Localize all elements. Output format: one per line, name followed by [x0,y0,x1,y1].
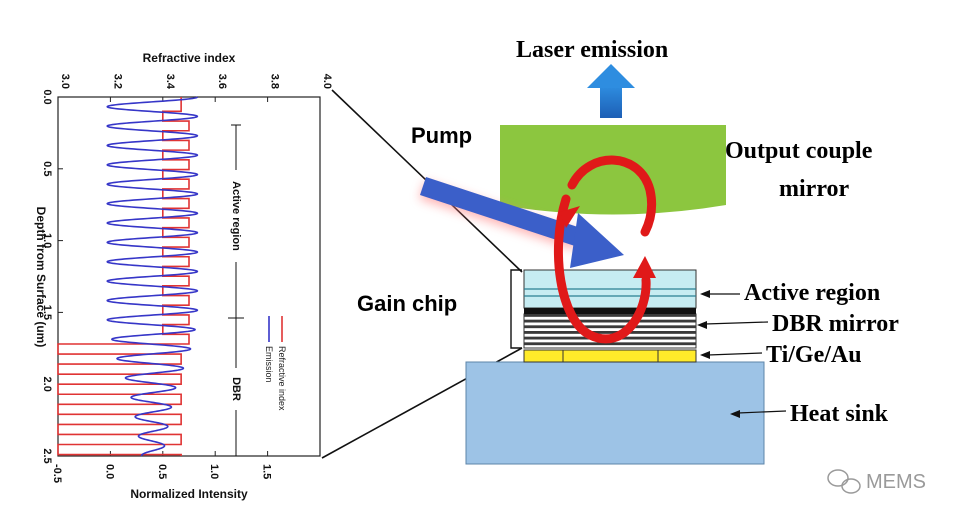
contact-callout: Ti/Ge/Au [766,342,862,368]
pump-beam-head [570,213,624,268]
heat-sink-block [465,361,765,465]
watermark: MEMS [827,469,926,494]
output-couple-mirror [500,125,726,215]
gain-chip-brace [510,269,522,349]
top-tick-label: 3.4 [164,74,176,90]
pointer-heat-sink-head [730,410,740,418]
intracavity-arrow-head-down [560,206,580,228]
dbr-layer [524,325,696,329]
dbr-layer [524,331,696,334]
pump-beam-body [420,177,590,249]
pointer-active-head [700,290,710,298]
pointer-dbr-head [697,321,707,329]
label-pointers [697,290,787,418]
pump-label: Pump [411,123,472,148]
dbr-mirror-stack [523,313,697,349]
bottom-tick-label: 1.0 [208,464,220,479]
top-axis-ticks: 3.0 3.2 3.4 3.6 3.8 4.0 [57,74,333,102]
left-tick-label: 1.5 [41,305,53,320]
intracavity-arrow-head-up [633,256,656,278]
left-tick-label: 0.0 [41,89,53,104]
top-tick-label: 3.0 [59,74,71,89]
refractive-index-chart: Refractive index 3.0 3.2 3.4 3.6 3.8 4.0 Norm… [34,51,333,501]
watermark-text: MEMS [866,471,926,493]
bottom-tick-label: -0.5 [51,464,63,483]
output-couple-label-line2: mirror [779,176,850,202]
laser-emission-label: Laser emission [516,37,668,63]
plot-series [57,96,199,457]
dbr-layer [524,314,696,317]
wechat-icon [827,469,861,494]
bottom-axis-title: Normalized Intensity [130,487,248,501]
dbr-label: DBR [230,377,242,401]
bottom-tick-label: 0.5 [156,464,168,479]
bottom-axis-ticks: -0.5 0.0 0.5 1.0 1.5 [51,451,273,483]
left-tick-label: 0.5 [41,161,53,176]
refractive-index-series [57,97,190,456]
intracavity-arrow [553,155,657,344]
top-tick-label: 3.6 [216,74,228,89]
output-couple-label-line1: Output couple [725,138,873,164]
bottom-tick-label: 1.5 [261,464,273,479]
dbr-layer [524,342,696,346]
legend-label-refractive: Refractive index [277,346,287,411]
region-markers: Active region DBR [228,124,244,456]
chart-legend: Refractive index Emission [264,316,287,411]
gain-chip-label: Gain chip [357,291,457,316]
pointer-contact-head [700,351,710,359]
left-axis-title: Depth from Surface (um) [34,207,48,348]
top-tick-label: 4.0 [321,74,333,89]
pump-beam [419,177,624,268]
top-tick-label: 3.8 [269,74,281,89]
dbr-layer [524,319,696,323]
left-tick-label: 1.0 [41,233,53,248]
emission-arrow [587,64,635,118]
bottom-tick-label: 0.0 [103,464,115,479]
contact-layer [523,349,697,363]
active-region-callout: Active region [744,280,880,306]
heat-sink-callout: Heat sink [790,401,889,427]
laser-schematic: Laser emission Pump Output couple mirror… [357,37,899,465]
legend-label-emission: Emission [264,346,274,383]
emission-arrow-head [587,64,635,88]
dbr-mirror-callout: DBR mirror [772,311,899,337]
top-axis-title: Refractive index [143,51,236,65]
active-region-label: Active region [230,181,242,251]
emission-arrow-shaft [600,86,622,118]
left-axis-ticks: 0.0 0.5 1.0 1.5 2.0 2.5 [41,89,63,464]
emission-series [106,96,199,457]
left-tick-label: 2.5 [41,448,53,463]
active-dark-band [524,308,696,314]
top-tick-label: 3.2 [111,74,123,89]
left-tick-label: 2.0 [41,377,53,392]
